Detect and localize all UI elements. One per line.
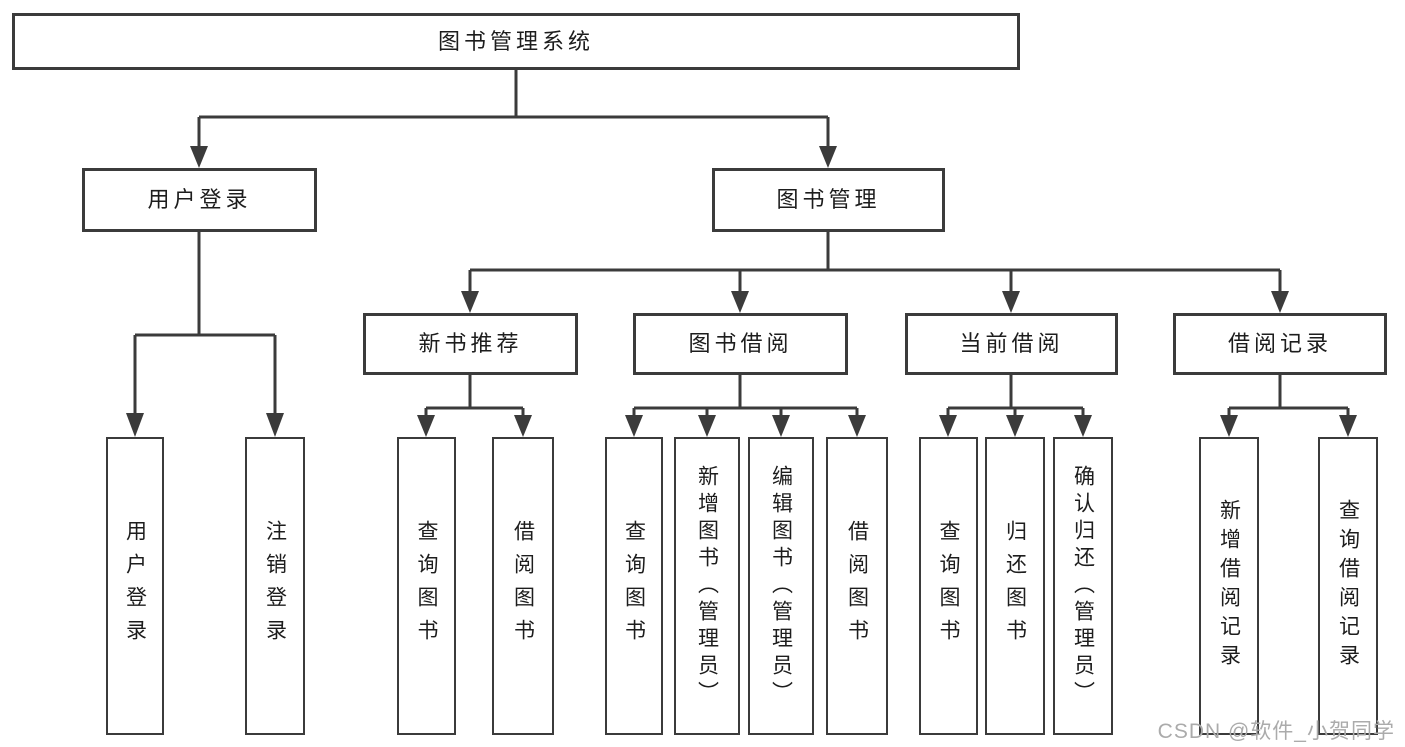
leaf-current-query-label: 查询图书 <box>937 520 960 652</box>
arrow-down-icon <box>1339 415 1357 437</box>
leaf-newbook-query: 查询图书 <box>397 437 456 735</box>
leaf-current-query: 查询图书 <box>919 437 978 735</box>
arrow-down-icon <box>698 415 716 437</box>
leaf-borrow-add-admin: 新增图书（管理员） <box>674 437 740 735</box>
node-root-label: 图书管理系统 <box>437 28 594 54</box>
node-new-book-label: 新书推荐 <box>418 331 523 356</box>
edge-current-borrow-split <box>939 375 1092 437</box>
leaf-newbook-query-label: 查询图书 <box>415 520 438 652</box>
leaf-record-add: 新增借阅记录 <box>1199 437 1259 735</box>
leaf-user-login: 用户登录 <box>106 437 164 735</box>
node-borrow-record-label: 借阅记录 <box>1227 331 1332 356</box>
leaf-user-login-label: 用户登录 <box>123 520 147 652</box>
arrow-down-icon <box>848 415 866 437</box>
leaf-record-query-label: 查询借阅记录 <box>1336 499 1360 673</box>
arrow-down-icon <box>417 415 435 437</box>
leaf-newbook-borrow: 借阅图书 <box>492 437 554 735</box>
node-book-borrow: 图书借阅 <box>633 313 848 375</box>
arrow-down-icon <box>514 415 532 437</box>
leaf-logout: 注销登录 <box>245 437 305 735</box>
node-book-borrow-label: 图书借阅 <box>688 331 793 356</box>
arrow-down-icon <box>625 415 643 437</box>
leaf-current-return-label: 归还图书 <box>1003 520 1027 652</box>
node-root: 图书管理系统 <box>12 13 1020 70</box>
leaf-borrow-add-admin-label: 新增图书（管理员） <box>695 464 719 708</box>
leaf-borrow-book-label: 借阅图书 <box>845 520 869 652</box>
leaf-borrow-query: 查询图书 <box>605 437 663 735</box>
leaf-record-query: 查询借阅记录 <box>1318 437 1378 735</box>
node-user-login-label: 用户登录 <box>147 187 252 212</box>
node-borrow-record: 借阅记录 <box>1173 313 1387 375</box>
arrow-down-icon <box>1074 415 1092 437</box>
edge-book-mgmt-split <box>461 232 1289 313</box>
leaf-borrow-query-label: 查询图书 <box>622 520 646 652</box>
edge-borrow-record-split <box>1220 375 1357 437</box>
edge-book-borrow-split <box>625 375 866 437</box>
arrow-down-icon <box>1006 415 1024 437</box>
arrow-down-icon <box>266 413 284 437</box>
leaf-current-return: 归还图书 <box>985 437 1045 735</box>
leaf-logout-label: 注销登录 <box>263 520 287 652</box>
node-book-mgmt: 图书管理 <box>712 168 945 232</box>
node-current-borrow-label: 当前借阅 <box>959 331 1064 356</box>
arrow-down-icon <box>1220 415 1238 437</box>
node-current-borrow: 当前借阅 <box>905 313 1118 375</box>
leaf-borrow-edit-admin: 编辑图书（管理员） <box>748 437 814 735</box>
arrow-down-icon <box>126 413 144 437</box>
leaf-current-confirm-admin-label: 确认归还（管理员） <box>1071 464 1095 708</box>
arrow-down-icon <box>190 146 208 168</box>
csdn-watermark: CSDN @软件_小贺同学 <box>1157 720 1395 743</box>
leaf-newbook-borrow-label: 借阅图书 <box>511 520 535 652</box>
node-new-book: 新书推荐 <box>363 313 578 375</box>
leaf-record-add-label: 新增借阅记录 <box>1217 499 1241 673</box>
leaf-borrow-book: 借阅图书 <box>826 437 888 735</box>
edge-user-login-split <box>126 232 284 437</box>
node-user-login: 用户登录 <box>82 168 317 232</box>
arrow-down-icon <box>939 415 957 437</box>
edge-root-split <box>190 70 837 168</box>
arrow-down-icon <box>731 291 749 313</box>
arrow-down-icon <box>1002 291 1020 313</box>
node-book-mgmt-label: 图书管理 <box>776 187 881 212</box>
arrow-down-icon <box>461 291 479 313</box>
leaf-current-confirm-admin: 确认归还（管理员） <box>1053 437 1113 735</box>
leaf-borrow-edit-admin-label: 编辑图书（管理员） <box>769 464 793 708</box>
edge-new-book-split <box>417 375 532 437</box>
arrow-down-icon <box>772 415 790 437</box>
arrow-down-icon <box>1271 291 1289 313</box>
arrow-down-icon <box>819 146 837 168</box>
